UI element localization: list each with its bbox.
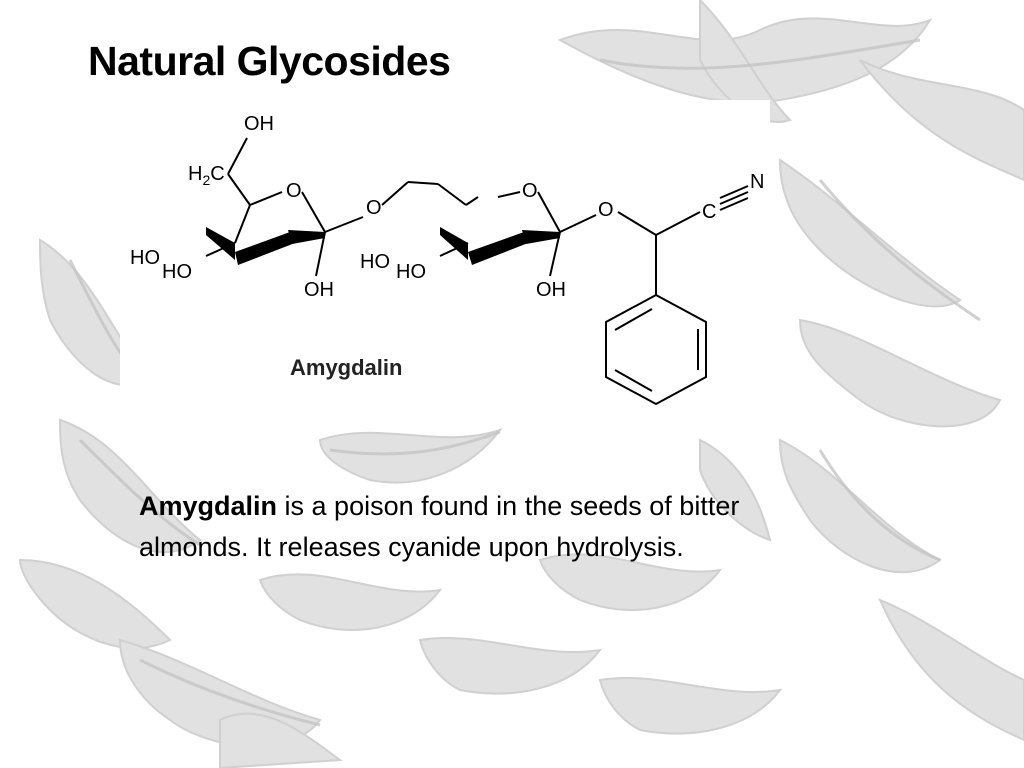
- bond-lines: [205, 137, 749, 406]
- svg-text:O: O: [286, 180, 302, 202]
- wedge-bonds: [206, 227, 560, 265]
- description-text: Amygdalin is a poison found in the seeds…: [139, 486, 779, 568]
- svg-text:OH: OH: [304, 279, 334, 301]
- svg-text:O: O: [598, 199, 614, 221]
- svg-text:C: C: [702, 201, 716, 223]
- svg-text:HO: HO: [360, 251, 390, 273]
- svg-text:N: N: [750, 171, 764, 193]
- slide-title: Natural Glycosides: [88, 38, 451, 84]
- structure-panel: OH H2C O O HO HO OH O O HO HO OH C N Amy…: [120, 100, 770, 422]
- description-emphasis: Amygdalin: [139, 491, 278, 521]
- svg-text:O: O: [522, 180, 538, 202]
- atom-labels: OH H2C O O HO HO OH O O HO HO OH C N: [130, 113, 764, 301]
- svg-text:H2C: H2C: [188, 163, 225, 188]
- svg-text:HO: HO: [162, 261, 192, 283]
- svg-text:OH: OH: [244, 113, 274, 135]
- compound-label: Amygdalin: [290, 355, 402, 380]
- svg-text:HO: HO: [396, 261, 426, 283]
- svg-text:O: O: [366, 197, 382, 219]
- description-body: is a poison found in the seeds of bitter…: [139, 491, 740, 562]
- amygdalin-structure-diagram: OH H2C O O HO HO OH O O HO HO OH C N Amy…: [130, 113, 764, 406]
- svg-text:OH: OH: [536, 279, 566, 301]
- svg-text:HO: HO: [130, 247, 160, 269]
